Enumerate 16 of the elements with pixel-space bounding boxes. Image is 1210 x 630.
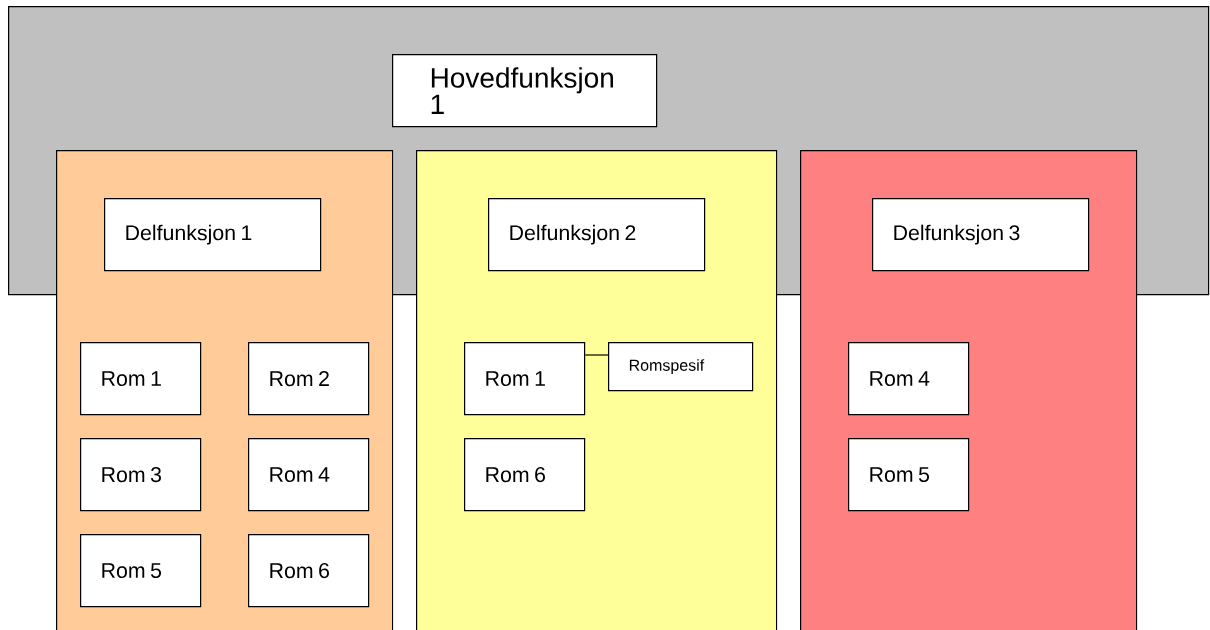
room-box: Rom 4	[248, 438, 370, 512]
room-box: Rom 1	[464, 342, 586, 416]
room-box: Rom 4	[848, 342, 970, 416]
title-box: Hovedfunksjon 1	[392, 54, 658, 128]
room-box: Rom 6	[464, 438, 586, 512]
room-box: Rom 6	[248, 534, 370, 608]
function-box: Delfunksjon 1	[104, 198, 322, 272]
room-box: Rom 1	[80, 342, 202, 416]
spec-box: Romspesif	[608, 342, 754, 392]
function-box: Delfunksjon 2	[488, 198, 706, 272]
room-box: Rom 3	[80, 438, 202, 512]
room-box: Rom 5	[80, 534, 202, 608]
connector-line	[584, 354, 609, 356]
room-box: Rom 5	[848, 438, 970, 512]
function-box: Delfunksjon 3	[872, 198, 1090, 272]
room-box: Rom 2	[248, 342, 370, 416]
